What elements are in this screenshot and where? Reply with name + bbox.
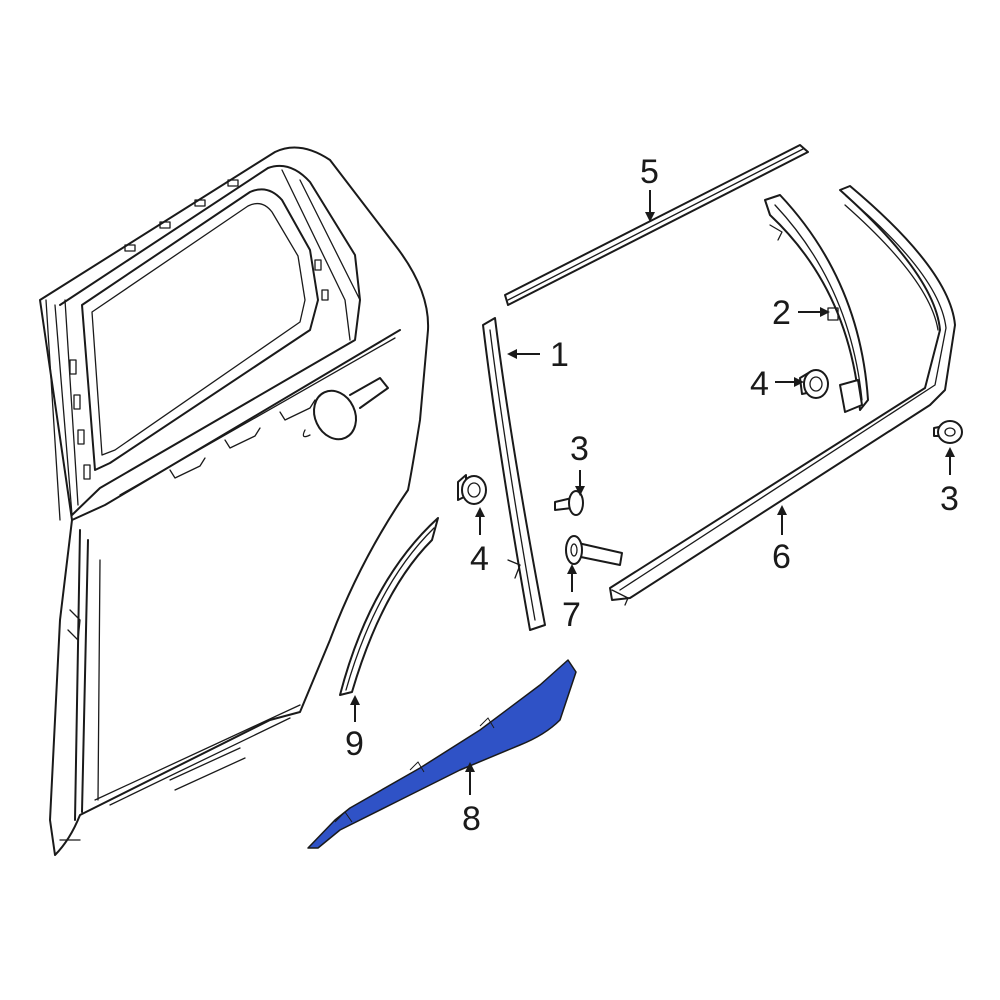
fastener-4-left xyxy=(457,474,487,505)
part-9-wheel-arch-trim xyxy=(339,517,439,696)
callout-labels: 1 2 3 3 4 4 5 6 7 8 9 xyxy=(345,153,959,838)
part-1-applique xyxy=(482,317,546,631)
callout-6: 6 xyxy=(772,538,791,576)
fastener-3-middle xyxy=(554,490,584,516)
callout-2: 2 xyxy=(772,294,791,332)
callout-1: 1 xyxy=(550,336,569,374)
callout-arrows xyxy=(350,190,955,795)
part-5-belt-weatherstrip xyxy=(504,144,809,306)
fastener-4-right xyxy=(799,369,829,399)
callout-9: 9 xyxy=(345,725,364,763)
callout-8: 8 xyxy=(462,800,481,838)
callout-7: 7 xyxy=(562,596,581,634)
part-8-lower-moulding xyxy=(307,659,577,849)
callout-5: 5 xyxy=(640,153,659,191)
callout-4-right: 4 xyxy=(750,365,769,403)
callout-4-left: 4 xyxy=(470,540,489,578)
fastener-3-right xyxy=(933,420,963,444)
callout-3-right: 3 xyxy=(940,480,959,518)
part-6-outer-weatherstrip xyxy=(609,185,956,606)
fastener-7-stud xyxy=(565,535,623,566)
callout-3-middle: 3 xyxy=(570,430,589,468)
rear-door-shell xyxy=(39,146,430,856)
part-2-window-channel xyxy=(764,194,869,413)
